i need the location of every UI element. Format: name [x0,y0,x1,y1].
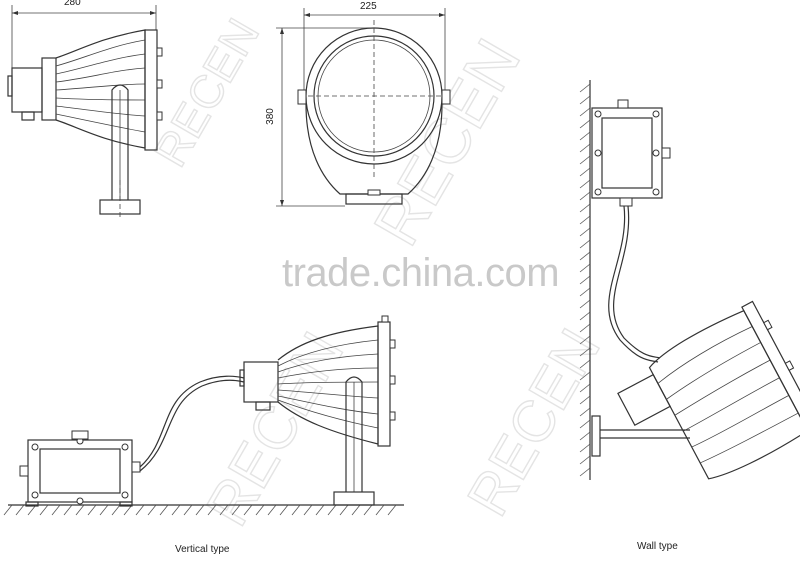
caption-wall-type: Wall type [637,541,678,552]
dimension-height-top: 380 [264,108,276,125]
caption-vertical-type: Vertical type [175,544,230,555]
dimension-width-top: 225 [360,1,377,12]
vertical-type-assembly [3,315,404,516]
side-view-floodlight [7,5,163,220]
front-view-floodlight [276,8,451,207]
wall-type-assembly [579,80,800,480]
ground-hatching [3,504,397,516]
watermark-recen-4: RECEN [455,318,613,526]
watermark-recen-2: RECEN [360,27,534,257]
wall-hatching [579,83,591,477]
dimension-width-front: 280 [64,0,81,8]
site-watermark: trade.china.com [282,251,560,295]
watermark-recen-3: RECEN [193,321,356,536]
watermark-recen-1: RECEN [144,10,270,175]
